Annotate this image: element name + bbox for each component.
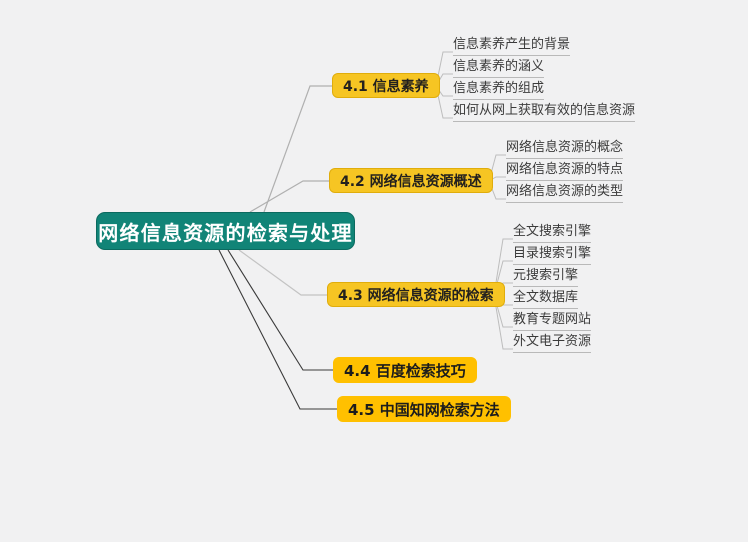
leaf-item[interactable]: 网络信息资源的类型 — [506, 183, 624, 203]
leaf-item[interactable]: 如何从网上获取有效的信息资源 — [453, 102, 636, 122]
leaf-item[interactable]: 信息素养产生的背景 — [453, 36, 571, 56]
branch-node-4-2[interactable]: 4.2 网络信息资源概述 — [329, 168, 493, 193]
leaf-item[interactable]: 网络信息资源的特点 — [506, 161, 624, 181]
leaf-item[interactable]: 目录搜索引擎 — [513, 245, 592, 265]
branch-node-4-5[interactable]: 4.5 中国知网检索方法 — [337, 396, 511, 422]
leaf-item[interactable]: 外文电子资源 — [513, 333, 592, 353]
root-node[interactable]: 网络信息资源的检索与处理 — [96, 212, 355, 250]
branch-node-4-3[interactable]: 4.3 网络信息资源的检索 — [327, 282, 505, 307]
leaf-item[interactable]: 信息素养的涵义 — [453, 58, 545, 78]
leaf-item[interactable]: 信息素养的组成 — [453, 80, 545, 100]
leaf-item[interactable]: 全文数据库 — [513, 289, 579, 309]
leaf-item[interactable]: 全文搜索引擎 — [513, 223, 592, 243]
branch-node-4-1[interactable]: 4.1 信息素养 — [332, 73, 440, 98]
leaf-item[interactable]: 网络信息资源的概念 — [506, 139, 624, 159]
leaf-item[interactable]: 教育专题网站 — [513, 311, 592, 331]
branch-node-4-4[interactable]: 4.4 百度检索技巧 — [333, 357, 477, 383]
leaf-item[interactable]: 元搜索引擎 — [513, 267, 579, 287]
